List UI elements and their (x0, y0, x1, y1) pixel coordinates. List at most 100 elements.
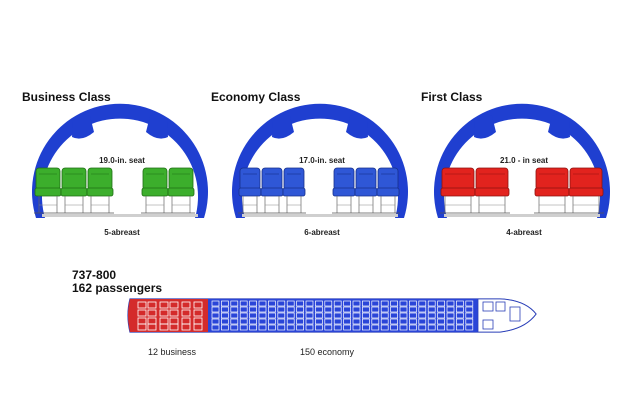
economy-seat (446, 318, 455, 325)
economy-seat (409, 324, 417, 331)
economy-seat (258, 300, 267, 307)
economy-seat (324, 324, 333, 331)
economy-seat (221, 318, 229, 325)
economy-cabin (208, 299, 478, 332)
economy-seat (221, 324, 229, 331)
economy-seat (315, 306, 323, 313)
business-seat (169, 301, 179, 309)
cabin-floor (242, 214, 398, 217)
seat (354, 167, 378, 213)
economy-seat (371, 318, 380, 325)
economy-seat (258, 324, 267, 331)
economy-seat (399, 300, 408, 307)
economy-seat (239, 300, 248, 307)
seat (167, 167, 195, 213)
economy-seat (427, 318, 436, 325)
economy-seat (437, 312, 445, 319)
business-seat (159, 323, 169, 331)
business-seat (159, 309, 169, 317)
economy-seat (380, 300, 389, 307)
economy-seat (352, 300, 361, 307)
business-seat (147, 323, 157, 331)
economy-seat (343, 312, 351, 319)
seat (376, 167, 400, 213)
economy-seat (437, 300, 445, 307)
economy-seat (258, 312, 267, 319)
economy-seat (286, 306, 295, 313)
economy-seat (409, 312, 417, 319)
economy-seat (324, 306, 333, 313)
economy-seat (446, 300, 455, 307)
economy-seat (399, 324, 408, 331)
economy-seat (286, 312, 295, 319)
economy-seat (249, 324, 257, 331)
economy-seat (249, 312, 257, 319)
economy-seat (465, 300, 474, 307)
economy-seat (286, 300, 295, 307)
economy-seat (268, 306, 276, 313)
economy-seat (277, 306, 286, 313)
economy-seat (371, 300, 380, 307)
economy-seat (211, 306, 220, 313)
seat-map: 737-800 162 passengers 12 business 150 e… (72, 268, 537, 357)
economy-seat (446, 324, 455, 331)
aircraft-model: 737-800 (72, 268, 116, 282)
economy-seat (305, 312, 314, 319)
economy-seat (221, 300, 229, 307)
economy-seat (324, 300, 333, 307)
economy-seat (427, 312, 436, 319)
economy-seat (409, 300, 417, 307)
economy-seat (446, 306, 455, 313)
economy-seat (258, 306, 267, 313)
nose-section (477, 298, 537, 333)
seat (440, 167, 476, 213)
seat (60, 167, 88, 213)
economy-seat (315, 324, 323, 331)
economy-seat (465, 306, 474, 313)
economy-seat (456, 306, 464, 313)
economy-seat (239, 318, 248, 325)
economy-seat (305, 306, 314, 313)
economy-seat (380, 318, 389, 325)
economy-seat (371, 306, 380, 313)
economy-seat (352, 312, 361, 319)
abreast-label: 6-abreast (304, 228, 340, 237)
economy-seat (211, 300, 220, 307)
economy-seat (390, 324, 398, 331)
business-seat (137, 323, 147, 331)
economy-seat (380, 324, 389, 331)
galley-lavatory-area (482, 301, 521, 330)
economy-seat (239, 306, 248, 313)
business-seat (181, 301, 191, 309)
abreast-label: 5-abreast (104, 228, 140, 237)
economy-seat (409, 318, 417, 325)
economy-seat (296, 306, 304, 313)
economy-seat (315, 312, 323, 319)
economy-seat (371, 324, 380, 331)
business-seat (181, 309, 191, 317)
economy-seat (333, 306, 342, 313)
economy-seat (230, 318, 239, 325)
business-seat (169, 309, 179, 317)
economy-seat (211, 312, 220, 319)
seat (238, 167, 262, 213)
economy-seat (296, 324, 304, 331)
economy-seat (333, 312, 342, 319)
economy-seat (277, 312, 286, 319)
economy-seat (333, 324, 342, 331)
economy-seat (277, 300, 286, 307)
business-seat (193, 323, 203, 331)
economy-seat (390, 312, 398, 319)
business-seat (147, 309, 157, 317)
economy-seat (277, 324, 286, 331)
economy-seat (268, 324, 276, 331)
economy-seat (315, 318, 323, 325)
economy-seat (399, 312, 408, 319)
overhead-bin-right (548, 114, 570, 139)
overhead-bin-right (346, 114, 368, 139)
passenger-total: 162 passengers (72, 281, 162, 295)
economy-seat (277, 318, 286, 325)
